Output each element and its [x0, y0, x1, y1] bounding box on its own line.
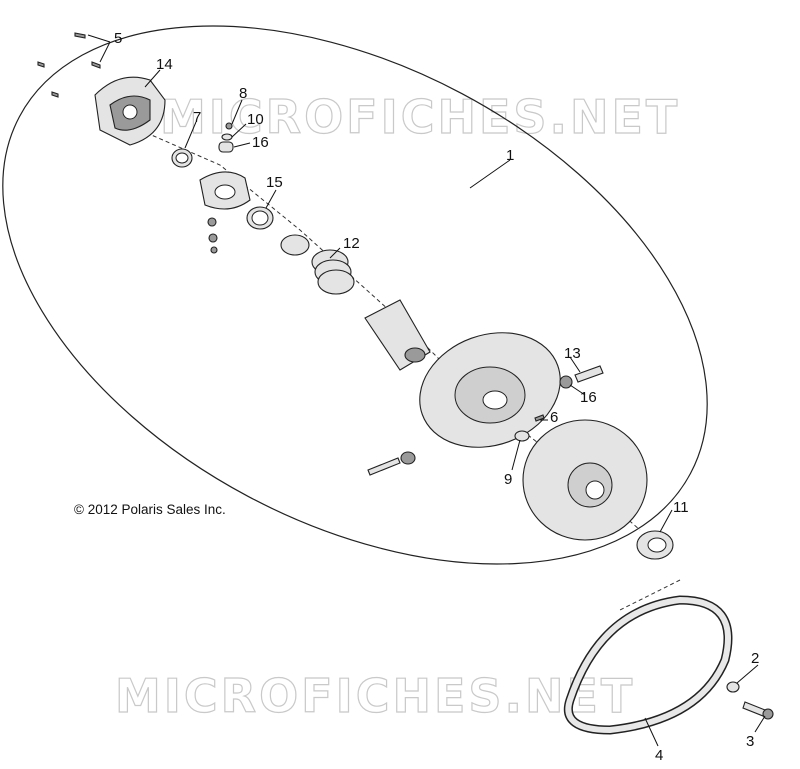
washer-plate [280, 234, 310, 256]
callout-5: 5 [114, 30, 122, 47]
callout-6: 6 [550, 409, 558, 426]
callout-15: 15 [266, 174, 283, 191]
callout-10: 10 [247, 111, 264, 128]
screws-group [37, 32, 101, 98]
callout-14: 14 [156, 56, 173, 73]
callout-2: 2 [751, 650, 759, 667]
bolt-13 [559, 365, 604, 389]
callout-12: 12 [343, 235, 360, 252]
callout-8: 8 [239, 85, 247, 102]
spider-hub [199, 171, 251, 254]
clip-6-9 [514, 414, 545, 442]
movable-sheave [522, 419, 648, 541]
leader-lines [87, 34, 766, 747]
small-parts-8-10-16 [218, 122, 234, 153]
stationary-sheave [419, 332, 561, 448]
washer-2-bolt-3 [726, 681, 774, 720]
callout-9: 9 [504, 471, 512, 488]
copyright-notice: © 2012 Polaris Sales Inc. [74, 502, 226, 517]
shaft [364, 299, 431, 371]
lower-bolt [367, 451, 416, 476]
assembly-outline [2, 25, 708, 565]
callout-3: 3 [746, 733, 754, 750]
callout-13: 13 [564, 345, 581, 362]
spring-12 [311, 249, 355, 295]
callout-7: 7 [193, 109, 201, 126]
callout-11: 11 [673, 499, 689, 516]
callout-4: 4 [655, 747, 663, 764]
watermark-bottom: MICROFICHES.NET [115, 669, 635, 723]
spider-cover [94, 76, 166, 146]
bearing-11 [636, 530, 674, 560]
callout-16-lower: 16 [580, 389, 597, 406]
watermark-top: MICROFICHES.NET [160, 90, 680, 144]
callout-16-upper: 16 [252, 134, 269, 151]
callout-1: 1 [506, 147, 514, 164]
drive-belt-4 [564, 579, 733, 735]
